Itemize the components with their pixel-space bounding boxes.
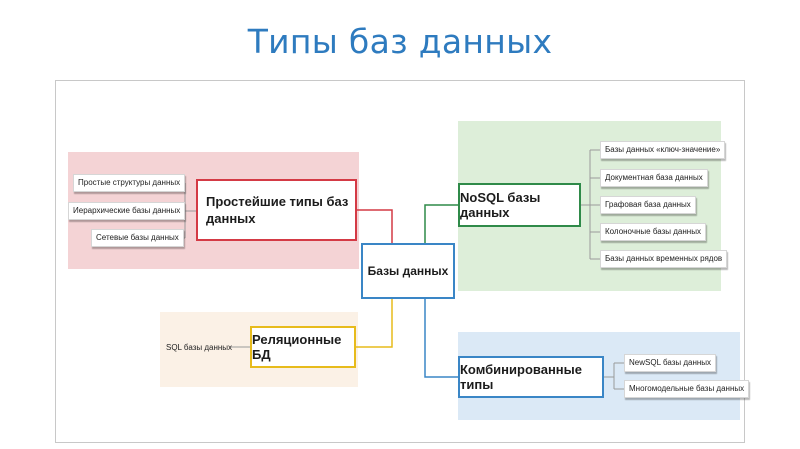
combined-types-node: Комбинированные типы [458,356,604,398]
leaf-newsql: NewSQL базы данных [624,354,717,372]
leaf-graph: Графовая база данных [600,196,696,214]
leaf-document: Документная база данных [600,169,708,187]
nosql-node: NoSQL базы данных [458,183,581,227]
leaf-key-value: Базы данных «ключ-значение» [600,141,726,159]
databases-root-node: Базы данных [361,243,455,299]
leaf-sql: SQL базы данных [166,343,233,352]
leaf-simple-structures: Простые структуры данных [73,174,186,192]
connector-nosql-leaves [581,149,600,260]
leaf-hierarchical: Иерархические базы данных [68,202,186,220]
leaf-columnar: Колоночные базы данных [600,223,706,241]
leaf-network: Сетевые базы данных [91,229,184,247]
page-title: Типы баз данных [247,22,553,61]
leaf-multimodel: Многомодельные базы данных [624,380,750,398]
connector-center-combined [424,299,458,378]
simple-types-node: Простейшие типы баз данных [196,179,357,241]
leaf-time-series: Базы данных временных рядов [600,250,728,268]
connector-center-relational [356,299,393,348]
relational-node: Реляционные БД [250,326,356,368]
connector-combined-leaves [604,362,624,390]
connector-center-simple [357,209,393,243]
